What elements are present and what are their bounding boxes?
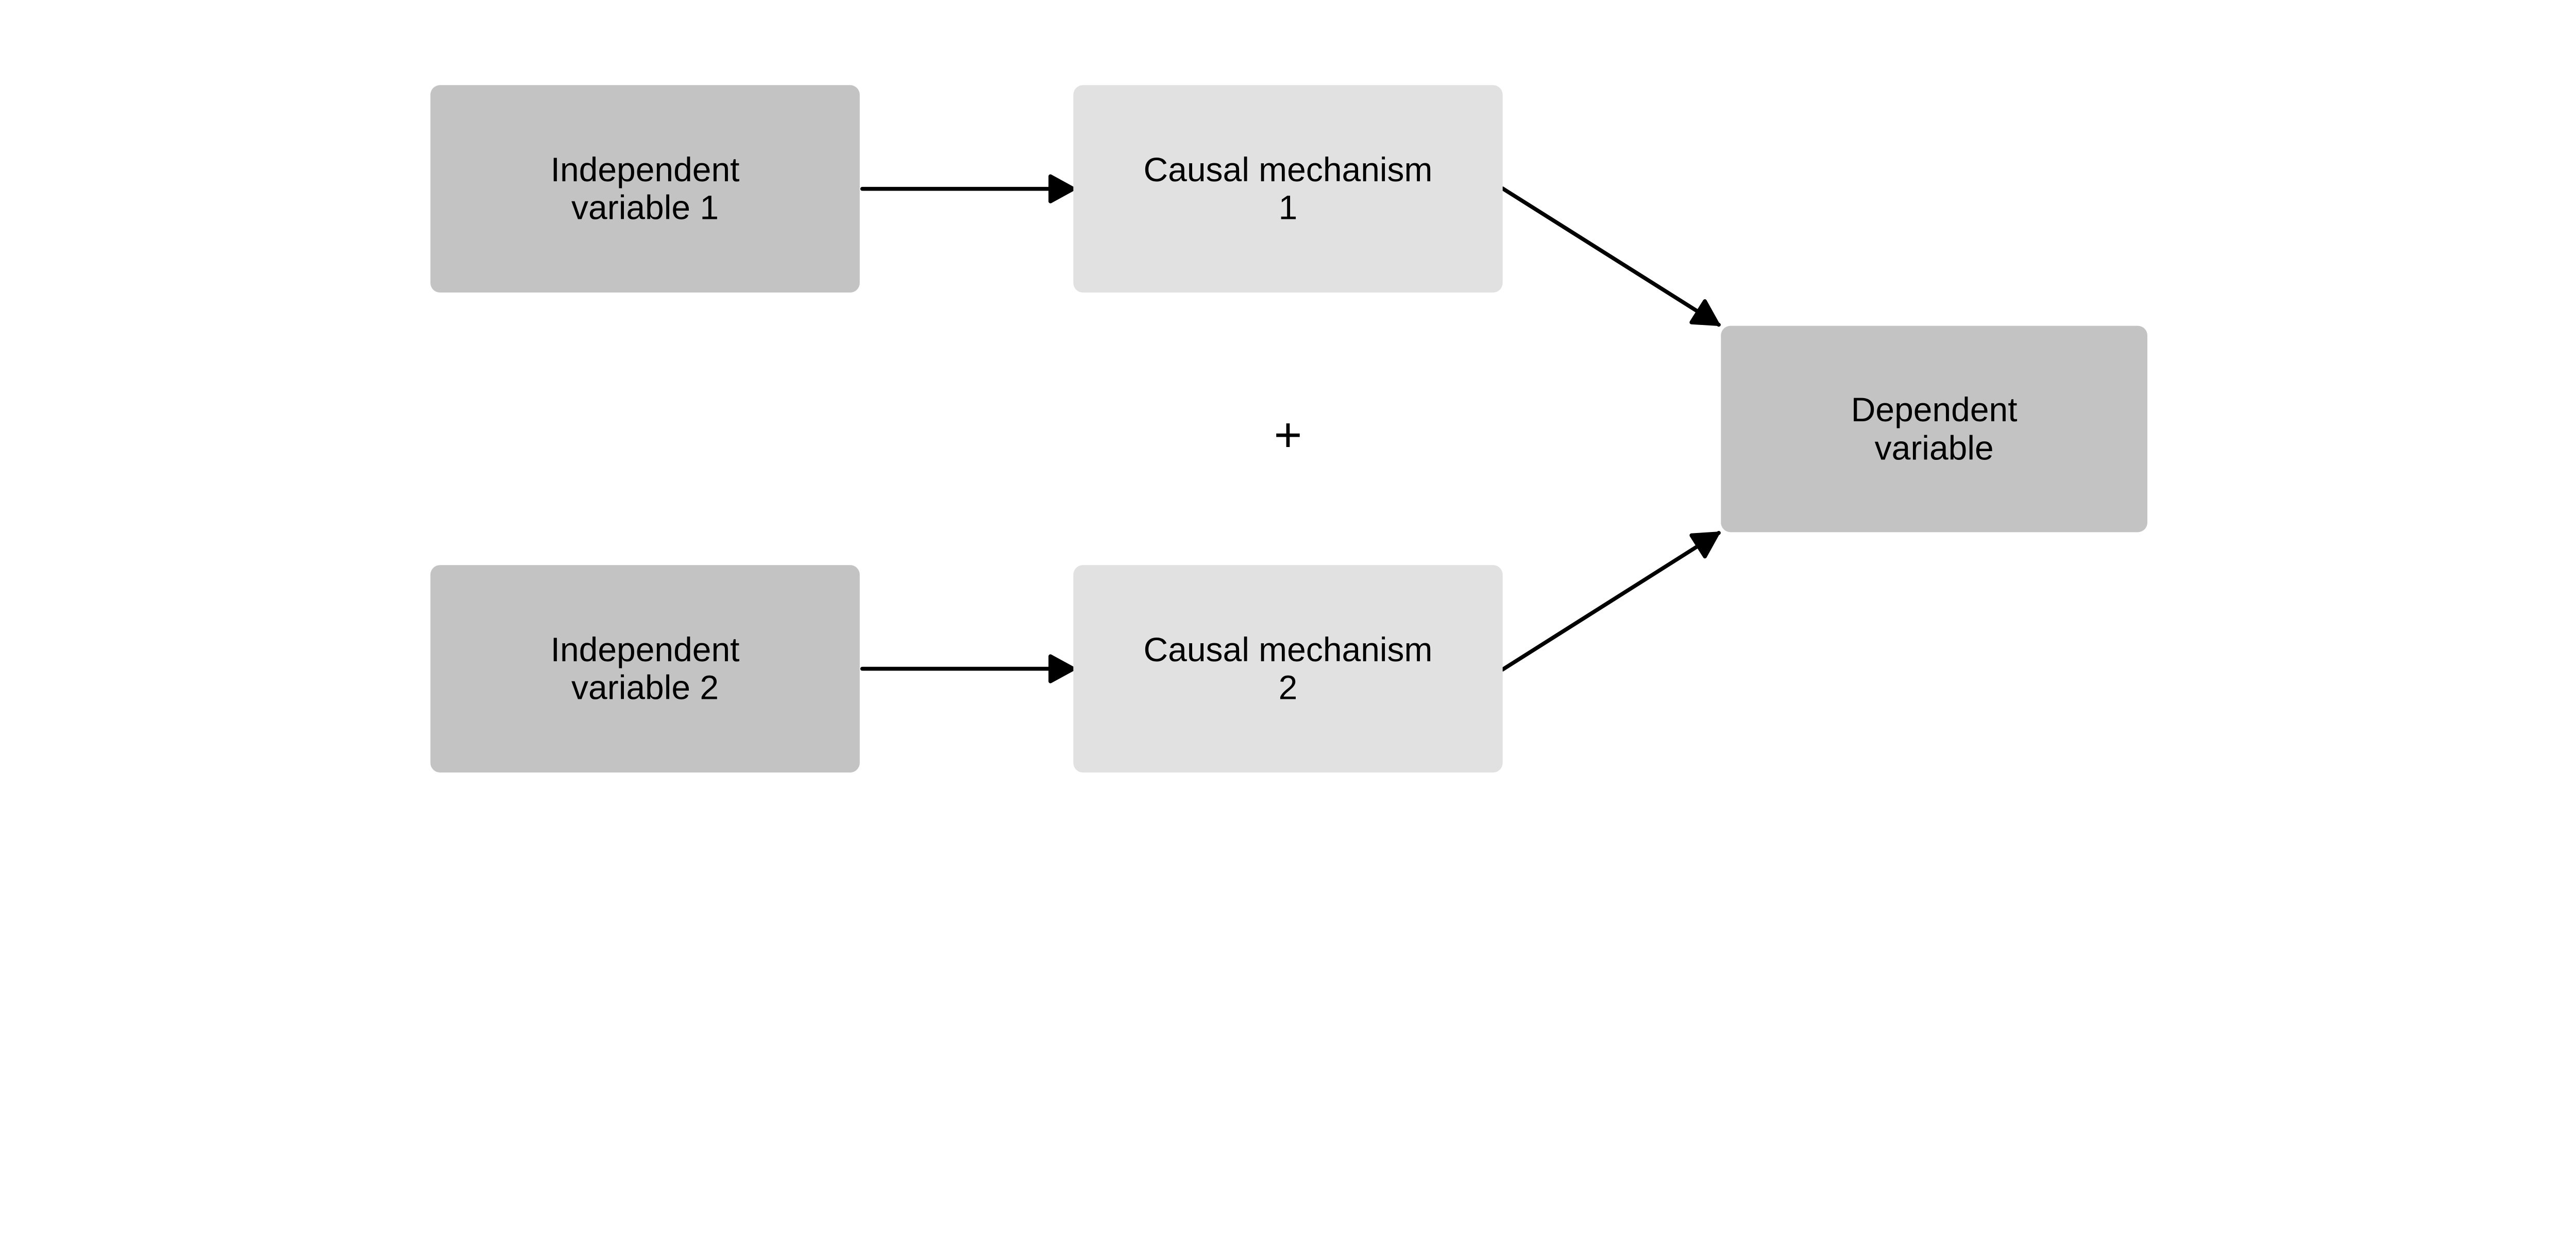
causal-diagram-canvas: Independent variable 1 Causal mechanism … xyxy=(430,85,2148,772)
node-causal-mechanism-2: Causal mechanism 2 xyxy=(1073,565,1503,772)
node-independent-variable-2: Independent variable 2 xyxy=(430,565,860,772)
node-dependent-variable: Dependent variable xyxy=(1721,325,2148,533)
node-independent-variable-1: Independent variable 1 xyxy=(430,85,860,293)
node-label: Causal mechanism 2 xyxy=(1143,630,1433,707)
node-label: Independent variable 1 xyxy=(550,150,740,227)
node-label: Causal mechanism 1 xyxy=(1143,150,1433,227)
edge-cm1-to-dv-arrow xyxy=(1500,186,1721,327)
node-label: Dependent variable xyxy=(1851,391,2018,467)
edge-cm2-to-dv-arrow xyxy=(1500,530,1721,672)
node-causal-mechanism-1: Causal mechanism 1 xyxy=(1073,85,1503,293)
edges-layer xyxy=(860,174,1721,683)
node-label: Independent variable 2 xyxy=(550,630,740,707)
plus-operator-label: + xyxy=(1274,407,1302,462)
